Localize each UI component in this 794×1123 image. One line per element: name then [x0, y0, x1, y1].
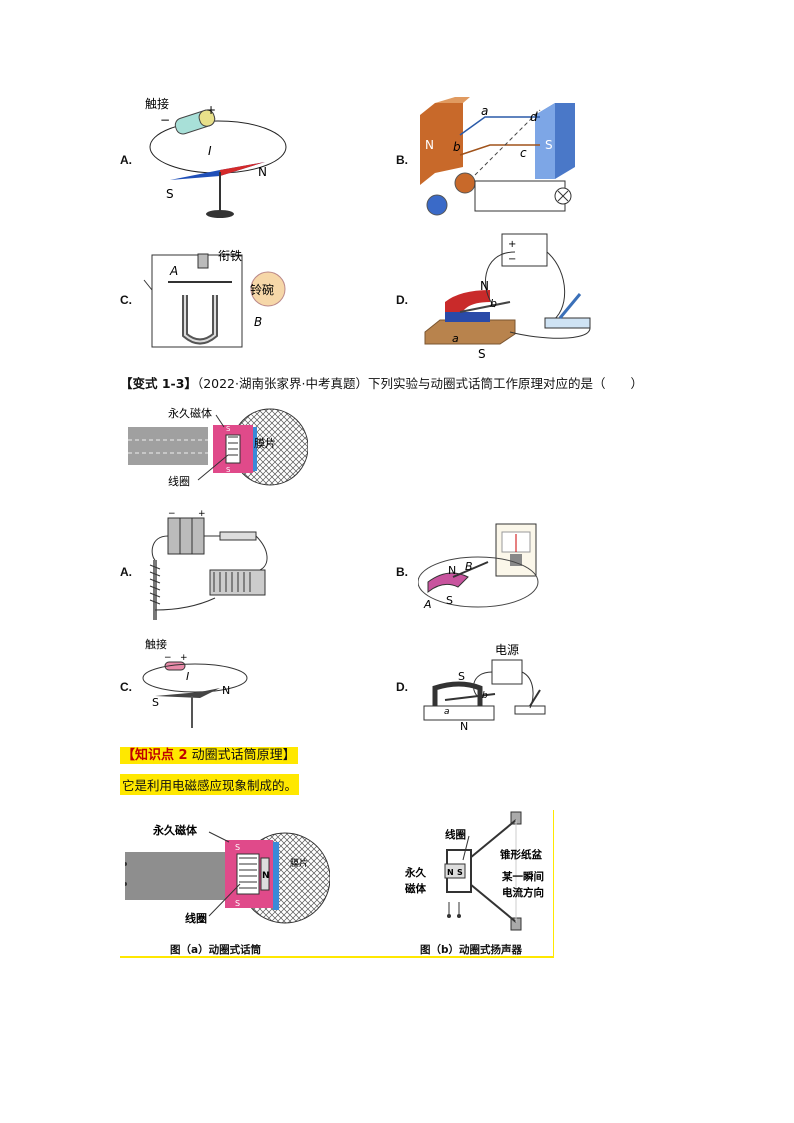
microphone-figure: S S 永久磁体 膜片 线圈 [128, 406, 308, 488]
option-a-letter: A. [120, 153, 132, 167]
electric-bell-figure: 铃碗 衔铁 A B [143, 249, 286, 348]
figure-a-caption: 图（a）动圈式话筒 [170, 944, 262, 956]
svg-text:A: A [423, 598, 432, 611]
svg-text:S: S [226, 425, 231, 433]
svg-text:S: S [458, 670, 465, 683]
svg-text:线圈: 线圈 [185, 911, 207, 925]
svg-text:N: N [258, 165, 267, 179]
svg-text:某一瞬间: 某一瞬间 [501, 870, 544, 883]
knowledge-point-title: 动圈式话筒原理】 [189, 747, 298, 764]
svg-text:S: S [545, 138, 553, 152]
svg-text:I: I [208, 144, 212, 158]
svg-text:b: b [453, 140, 461, 154]
svg-text:线圈: 线圈 [445, 828, 466, 841]
svg-text:永久磁体: 永久磁体 [168, 406, 212, 420]
svg-text:N: N [262, 871, 270, 881]
svg-text:B: B [465, 560, 473, 573]
knowledge-statement: 它是利用电磁感应现象制成的。 [120, 774, 300, 795]
motor-figure-2: 电源 S N a b [423, 643, 546, 733]
svg-text:c: c [520, 146, 527, 160]
figure-b-caption: 图（b）动圈式扬声器 [420, 944, 523, 956]
svg-text:衔铁: 衔铁 [218, 249, 242, 263]
svg-text:铃碗: 铃碗 [250, 282, 274, 297]
svg-text:−: − [164, 653, 172, 663]
svg-text:+: + [206, 103, 216, 117]
generator-experiment-figure: N S a b c d [420, 97, 575, 216]
svg-text:S: S [235, 899, 240, 908]
svg-text:A: A [169, 264, 178, 278]
svg-text:S: S [226, 466, 231, 474]
svg-text:永久: 永久 [405, 866, 426, 879]
svg-text:N: N [222, 684, 230, 697]
question-text: 【变式 1-3】（2022·湖南张家界·中考真题）下列实验与动圈式话筒工作原理对… [120, 373, 643, 392]
question-body: 下列实验与动圈式话筒工作原理对应的是（ ） [367, 376, 643, 391]
svg-text:b: b [490, 297, 497, 310]
dynamic-speaker-diagram: N S 线圈 永久 磁体 锥形纸盆 某一瞬间 电流方向 [405, 811, 544, 931]
svg-text:触接: 触接 [145, 637, 167, 651]
svg-text:电源: 电源 [495, 643, 519, 657]
option-d-letter: D. [396, 293, 408, 307]
svg-text:−: − [508, 254, 516, 265]
svg-text:d: d [530, 110, 538, 124]
option-a2-letter: A. [120, 565, 132, 579]
svg-text:B: B [254, 315, 262, 329]
svg-text:N: N [425, 138, 434, 152]
option-b2-letter: B. [396, 565, 408, 579]
motor-experiment-figure: + − N S b a [424, 233, 591, 360]
svg-text:永久磁体: 永久磁体 [152, 823, 198, 837]
option-c2-letter: C. [120, 680, 132, 694]
svg-text:a: a [444, 707, 450, 717]
svg-text:电流方向: 电流方向 [502, 886, 544, 899]
question-tag: 【变式 1-3】 [120, 376, 197, 391]
svg-text:+: + [198, 510, 206, 519]
svg-text:−: − [168, 510, 176, 519]
compass-experiment-figure: 触接 − + I S N [145, 96, 287, 218]
touch-label: 触接 [145, 96, 169, 111]
dynamic-microphone-diagram: N S S 膜片 永久磁体 线圈 [125, 823, 330, 925]
svg-text:膜片: 膜片 [290, 857, 308, 869]
svg-text:N: N [448, 564, 456, 577]
svg-text:磁体: 磁体 [405, 882, 426, 895]
svg-text:a: a [481, 104, 488, 118]
svg-text:锥形纸盆: 锥形纸盆 [500, 848, 542, 861]
oersted-figure: 触接 − + I S N [142, 637, 248, 728]
svg-text:−: − [160, 113, 170, 127]
option-d2-letter: D. [396, 680, 408, 694]
svg-text:S: S [446, 594, 453, 607]
svg-text:S: S [152, 696, 159, 709]
svg-text:a: a [452, 332, 459, 345]
svg-text:N: N [447, 868, 454, 877]
option-c-letter: C. [120, 293, 132, 307]
svg-text:S: S [166, 187, 174, 201]
question-source: （2022·湖南张家界·中考真题） [196, 376, 368, 391]
svg-text:S: S [235, 843, 240, 852]
electromagnet-figure: − + [149, 510, 268, 620]
svg-text:N: N [460, 720, 468, 733]
svg-text:N: N [480, 279, 489, 293]
svg-text:膜片: 膜片 [254, 437, 276, 450]
svg-text:S: S [478, 347, 486, 360]
svg-text:b: b [482, 691, 488, 701]
svg-text:+: + [180, 653, 188, 663]
svg-text:I: I [186, 670, 189, 683]
option-b-letter: B. [396, 153, 408, 167]
svg-text:+: + [508, 239, 516, 250]
svg-text:S: S [457, 868, 463, 877]
bottom-figure-box [120, 810, 554, 958]
knowledge-point-tag: 【知识点 2 [120, 747, 190, 764]
induction-figure: N B S A [418, 523, 539, 611]
svg-text:线圈: 线圈 [168, 474, 190, 488]
